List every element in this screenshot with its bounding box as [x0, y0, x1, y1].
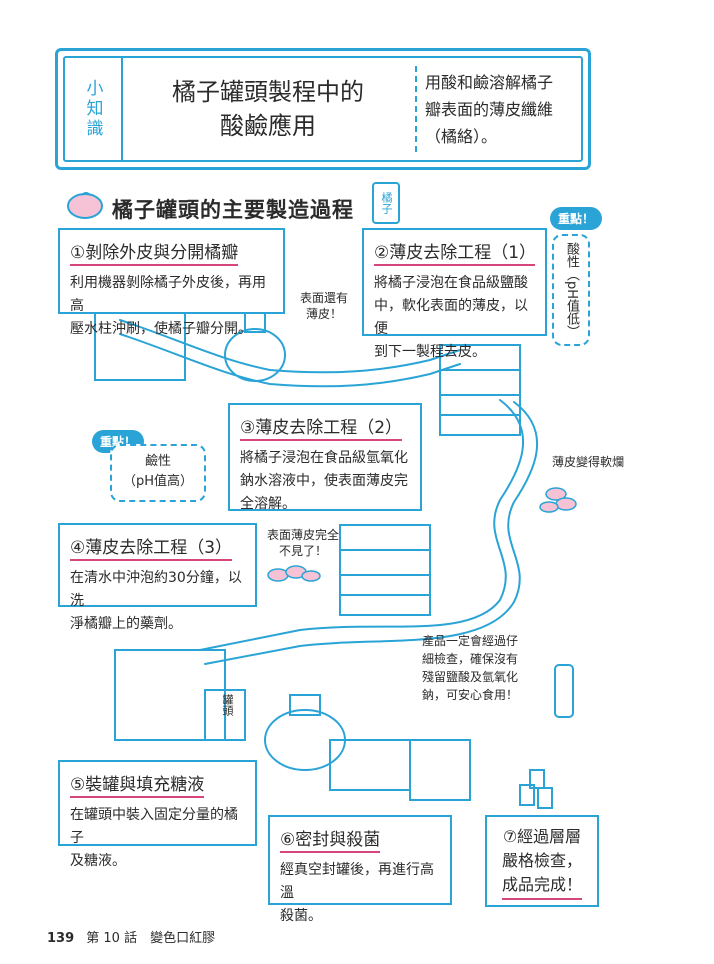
step-4-body: 在清水中沖泡約30分鐘，以洗 淨橘瓣上的藥劑。	[70, 570, 242, 632]
can-icon: 橘子	[372, 182, 400, 224]
step-1: ①剝除外皮與分開橘瓣 利用機器剝除橘子外皮後，再用高 壓水柱沖刷，使橘子瓣分開。	[58, 228, 285, 337]
section-title: 橘子罐頭的主要製造過程	[112, 198, 354, 222]
page-footer: 139 第 10 話 變色口紅膠	[47, 927, 215, 946]
step-3-body: 將橘子浸泡在食品級氫氧化 鈉水溶液中，使表面薄皮完 全溶解。	[240, 450, 408, 512]
knowledge-box: 小知識 橘子罐頭製程中的 酸鹼應用 用酸和鹼溶解橘子 瓣表面的薄皮纖維 （橘絡）…	[55, 48, 591, 170]
header-divider	[415, 66, 417, 152]
note-gone: 表面薄皮完全 不見了！	[266, 528, 339, 558]
step-2-body: 將橘子浸泡在食品級鹽酸 中，軟化表面的薄皮，以便 到下一製程去皮。	[374, 275, 528, 360]
step-5: ⑤裝罐與填充糖液 在罐頭中裝入固定分量的橘子 及糖液。	[58, 760, 257, 869]
step-7: ⑦經過層層 嚴格檢查， 成品完成！	[485, 815, 599, 907]
step-3-title: ③薄皮去除工程（2）	[240, 413, 403, 441]
knowledge-label: 小知識	[65, 58, 123, 160]
acid-note: 酸性（pH值低）	[552, 234, 590, 346]
step-6: ⑥密封與殺菌 經真空封罐後，再進行高溫 殺菌。	[268, 815, 452, 924]
step-6-title: ⑥密封與殺菌	[280, 825, 381, 853]
knowledge-note: 用酸和鹼溶解橘子 瓣表面的薄皮纖維 （橘絡）。	[425, 72, 554, 146]
step-5-body: 在罐頭中裝入固定分量的橘子 及糖液。	[70, 807, 238, 869]
step-1-title: ①剝除外皮與分開橘瓣	[70, 238, 239, 266]
step-1-body: 利用機器剝除橘子外皮後，再用高 壓水柱沖刷，使橘子瓣分開。	[70, 275, 266, 337]
orange-icon	[67, 192, 103, 219]
chapter-title: 第 10 話 變色口紅膠	[86, 931, 216, 946]
acid-badge: 重點！	[550, 207, 603, 230]
base-note: 鹼性 （pH值高）	[110, 444, 206, 502]
step-6-body: 經真空封罐後，再進行高溫 殺菌。	[280, 862, 434, 924]
note-soft: 薄皮變得軟爛	[551, 455, 624, 469]
step-3: ③薄皮去除工程（2） 將橘子浸泡在食品級氫氧化 鈉水溶液中，使表面薄皮完 全溶解…	[228, 403, 422, 512]
machine-label: 罐頭	[221, 694, 234, 716]
step-5-title: ⑤裝罐與填充糖液	[70, 770, 205, 798]
step-4: ④薄皮去除工程（3） 在清水中沖泡約30分鐘，以洗 淨橘瓣上的藥劑。	[58, 523, 257, 632]
page-number: 139	[47, 931, 75, 946]
step-7-title: ⑦經過層層 嚴格檢查， 成品完成！	[501, 825, 582, 900]
note-inspection: 產品一定會經過仔 細檢查，確保沒有 殘留鹽酸及氫氧化 鈉，可安心食用！	[422, 634, 519, 702]
knowledge-title: 橘子罐頭製程中的 酸鹼應用	[172, 78, 364, 140]
step-4-title: ④薄皮去除工程（3）	[70, 533, 233, 561]
step-2-title: ②薄皮去除工程（1）	[374, 238, 536, 266]
step-2: ②薄皮去除工程（1） 將橘子浸泡在食品級鹽酸 中，軟化表面的薄皮，以便 到下一製…	[362, 228, 547, 360]
note-peel-left: 表面還有 薄皮！	[299, 291, 348, 321]
